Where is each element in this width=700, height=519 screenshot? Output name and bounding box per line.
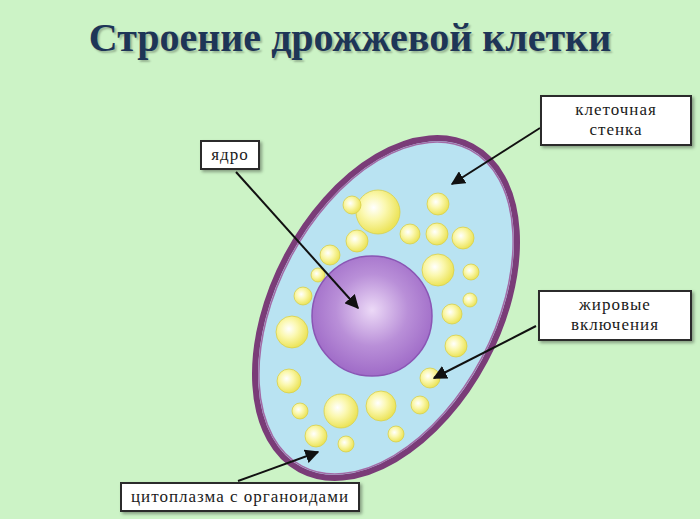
fat-globule (320, 245, 340, 265)
label-text: жировые включения (549, 295, 681, 336)
nucleus (312, 256, 432, 376)
fat-globule (277, 369, 301, 393)
fat-globule (343, 196, 361, 214)
fat-globule (305, 425, 327, 447)
title: Строение дрожжевой клетки (0, 14, 700, 61)
fat-globule (276, 316, 308, 348)
fat-globule (427, 193, 449, 215)
cell (201, 94, 571, 519)
label-box: цитоплазма с органоидами (120, 482, 360, 512)
fat-globule (452, 227, 474, 249)
label-text: ядро (211, 145, 248, 165)
fat-globule (324, 394, 358, 428)
fat-globule (346, 230, 368, 252)
leader-arrows (236, 128, 540, 481)
fat-globule (400, 224, 420, 244)
label-box: ядро (200, 140, 259, 170)
fat-globule (294, 287, 312, 305)
fat-globule (422, 254, 454, 286)
fat-globule (388, 426, 404, 442)
fat-globule (426, 223, 448, 245)
label-box: жировые включения (538, 290, 692, 341)
fat-globule (442, 304, 462, 324)
label-text: клеточная стенка (551, 100, 681, 141)
fat-globule (445, 335, 467, 357)
label-box: клеточная стенка (540, 95, 692, 146)
fat-globule (463, 264, 479, 280)
fat-globule (292, 403, 308, 419)
fat-globules (276, 190, 479, 452)
fat-globule (366, 391, 396, 421)
fat-globule (411, 396, 429, 414)
fat-globule (338, 436, 354, 452)
fat-globule (420, 368, 440, 388)
fat-globule (463, 293, 477, 307)
fat-globule (356, 190, 400, 234)
label-text: цитоплазма с органоидами (131, 487, 349, 507)
